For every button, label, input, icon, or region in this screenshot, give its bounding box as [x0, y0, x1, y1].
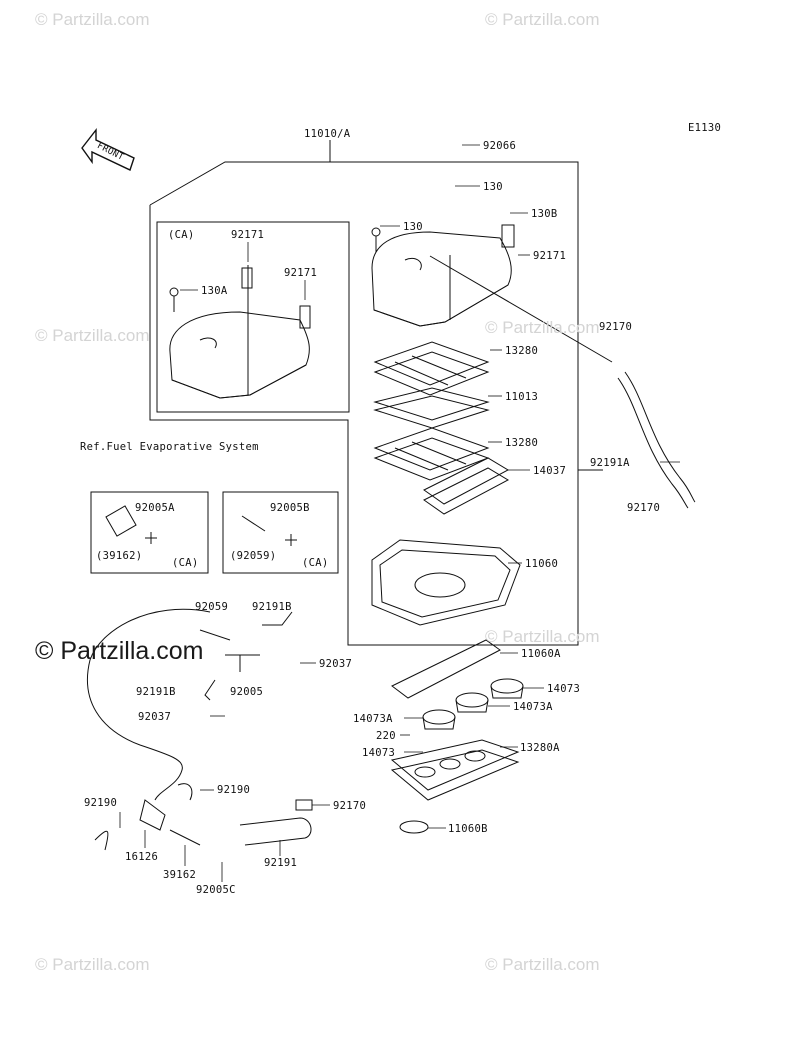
- part-label: (92059): [230, 550, 277, 562]
- part-label: 39162: [163, 869, 197, 881]
- hose-92191a: [624, 371, 696, 503]
- part-label: 14073: [362, 747, 396, 759]
- part-label: 92037: [138, 711, 172, 723]
- part-label: 13280A: [520, 742, 560, 754]
- watermark-large: © Partzilla.com: [35, 637, 204, 665]
- part-label: 13280: [505, 437, 539, 449]
- part-label: 92191: [264, 857, 298, 869]
- part-label: 92037: [319, 658, 353, 670]
- part-label: 92005C: [196, 884, 236, 896]
- part-label: 130: [483, 181, 503, 193]
- inset-tag: (CA): [168, 229, 195, 241]
- watermark: © Partzilla.com: [485, 955, 600, 974]
- part-label: 92170: [599, 321, 633, 333]
- part-label: 92171: [284, 267, 318, 279]
- air-cleaner-upper-cover: [371, 224, 515, 327]
- part-label: 92005A: [135, 502, 175, 514]
- part-label: 220: [376, 730, 396, 742]
- hose-loop: [86, 608, 211, 801]
- part-label: 92171: [533, 250, 567, 262]
- part-label: 14073A: [353, 713, 393, 725]
- part-label: 16126: [125, 851, 159, 863]
- part-label: 92190: [84, 797, 118, 809]
- part-label: 130A: [201, 285, 228, 297]
- part-label: 92170: [333, 800, 367, 812]
- part-label: 14073: [547, 683, 581, 695]
- part-label: 11010/A: [304, 128, 351, 140]
- air-filter-element: [373, 387, 490, 429]
- part-label: 130B: [531, 208, 558, 220]
- filter-frame-lower: [373, 427, 490, 481]
- part-label: 92191B: [252, 601, 292, 613]
- inset-box-92005a: [90, 491, 209, 574]
- part-label: 130: [403, 221, 423, 233]
- watermark: © Partzilla.com: [35, 955, 150, 974]
- air-cleaner-cover-ca: [169, 265, 311, 399]
- part-label: 11060: [525, 558, 559, 570]
- part-label: 92191A: [590, 457, 630, 469]
- watermark: © Partzilla.com: [485, 10, 600, 29]
- part-label: 92066: [483, 140, 517, 152]
- part-label: 92171: [231, 229, 265, 241]
- watermark: © Partzilla.com: [485, 318, 600, 337]
- part-label: 11060A: [521, 648, 561, 660]
- part-label: 92005: [230, 686, 264, 698]
- part-label: 11013: [505, 391, 539, 403]
- part-label: 14073A: [513, 701, 553, 713]
- part-label: 11060B: [448, 823, 488, 835]
- gasket-11060a: [391, 639, 501, 699]
- air-cleaner-lower-case: [371, 539, 521, 626]
- reference-note: Ref.Fuel Evaporative System: [80, 441, 259, 453]
- main-assembly-frame: [149, 161, 579, 646]
- o-ring-11060b: [399, 820, 429, 834]
- part-label: (39162): [96, 550, 143, 562]
- part-label: 92190: [217, 784, 251, 796]
- ca-inset-box: [156, 221, 350, 413]
- inset-tag: (CA): [302, 557, 329, 569]
- inset-box-92005b: [222, 491, 339, 574]
- velocity-stacks: [422, 678, 524, 730]
- filter-frame-upper: [373, 341, 490, 396]
- diagram-code: E1130: [688, 122, 722, 134]
- holder-plate-13280a: [390, 739, 520, 801]
- part-label: 92005B: [270, 502, 310, 514]
- part-label: 14037: [533, 465, 567, 477]
- part-label: 92059: [195, 601, 229, 613]
- watermark: © Partzilla.com: [485, 627, 600, 646]
- part-label: 92170: [627, 502, 661, 514]
- watermark: © Partzilla.com: [35, 10, 150, 29]
- front-arrow-icon: [81, 127, 135, 171]
- part-label: 13280: [505, 345, 539, 357]
- part-label: 92191B: [136, 686, 176, 698]
- watermark: © Partzilla.com: [35, 326, 150, 345]
- inset-tag: (CA): [172, 557, 199, 569]
